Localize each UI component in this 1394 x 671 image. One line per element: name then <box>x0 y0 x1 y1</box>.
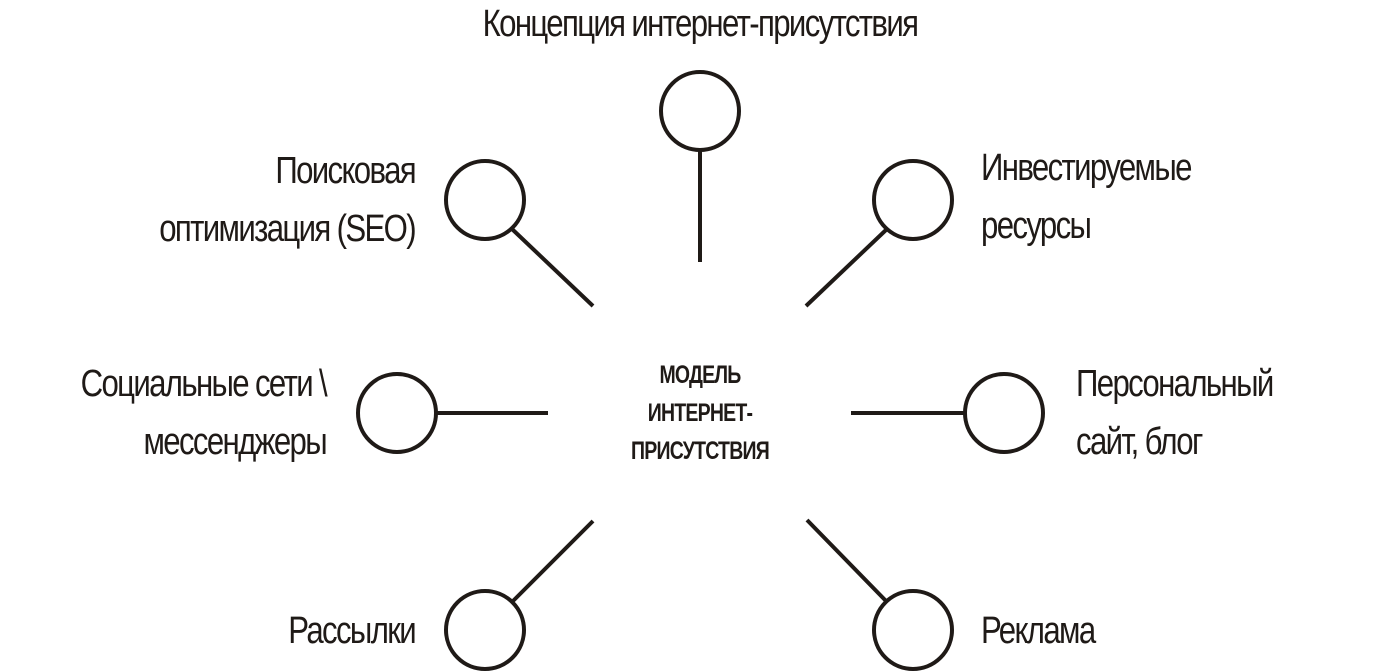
node-personal-site-connector <box>851 372 1045 454</box>
node-circle-social-networks <box>356 372 438 454</box>
center-title: МОДЕЛЬ ИНТЕРНЕТ- ПРИСУТСТВИЯ <box>631 361 770 465</box>
node-circle-personal-site <box>963 372 1045 454</box>
node-circle-invested-resources <box>872 159 954 241</box>
node-seo-connector <box>444 159 595 308</box>
connector-line-mailings <box>510 519 595 604</box>
node-label-invested-resources: Инвестируемые ресурсы <box>981 147 1192 247</box>
connector-line-invested-resources <box>804 227 889 308</box>
node-invested-resources-connector <box>804 159 954 308</box>
node-circle-concept <box>659 70 741 152</box>
node-circle-seo <box>444 159 526 241</box>
node-mailings-connector <box>444 519 595 671</box>
connector-line-advertising <box>805 518 889 604</box>
node-circle-advertising <box>872 589 954 671</box>
node-label-social-networks: Социальные сети \ мессенджеры <box>80 363 328 463</box>
connector-line-seo <box>510 227 595 308</box>
node-concept-connector <box>659 70 741 262</box>
node-label-mailings: Рассылки <box>288 610 416 652</box>
node-label-advertising: Реклама <box>981 610 1096 652</box>
node-label-concept: Концепция интернет-присутствия <box>482 3 919 45</box>
node-circle-mailings <box>444 589 526 671</box>
node-label-personal-site: Персональный сайт, блог <box>1076 363 1274 463</box>
node-label-seo: Поисковая оптимизация (SEO) <box>159 150 416 250</box>
node-social-networks-connector <box>356 372 548 454</box>
node-advertising-connector <box>805 518 954 671</box>
